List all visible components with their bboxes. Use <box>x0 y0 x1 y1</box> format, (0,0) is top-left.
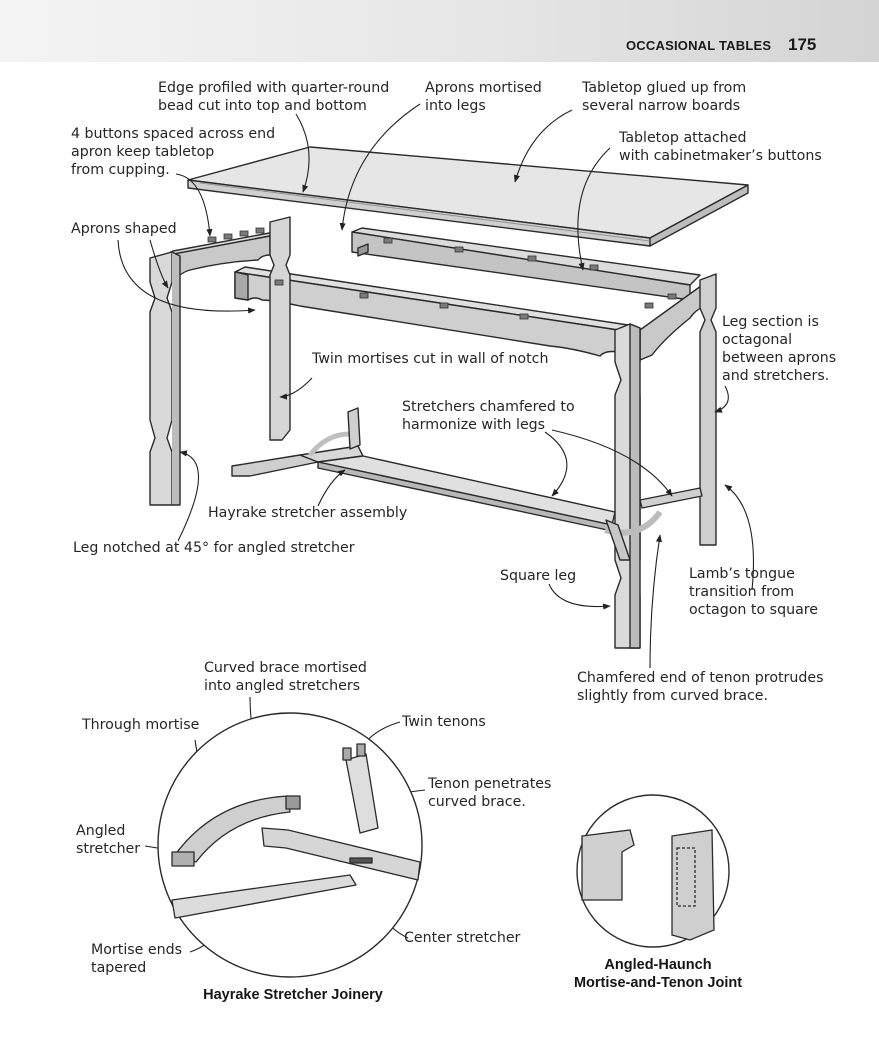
label-through-mortise: Through mortise <box>82 717 200 733</box>
front-apron <box>234 266 629 357</box>
label-hayrake-assembly: Hayrake stretcher assembly <box>208 505 408 521</box>
label-aprons-mortised: Aprons mortised into legs <box>425 80 542 114</box>
label-edge-profiled: Edge profiled with quarter-round bead cu… <box>158 80 390 114</box>
angled-haunch-detail <box>576 794 730 948</box>
label-leg-notched: Leg notched at 45° for angled stretcher <box>73 540 355 556</box>
buttons <box>207 227 677 320</box>
back-apron <box>351 227 701 301</box>
label-tabletop-glued: Tabletop glued up from several narrow bo… <box>582 80 747 114</box>
page-header-band <box>0 0 879 62</box>
leg-back-right <box>699 273 717 546</box>
caption-hayrake-joinery: Hayrake Stretcher Joinery <box>203 987 383 1003</box>
hayrake-joinery-detail <box>157 712 423 978</box>
hayrake-stretcher <box>231 407 703 561</box>
label-leg-section: Leg section is octagonal between aprons … <box>722 314 837 384</box>
label-curved-brace: Curved brace mortised into angled stretc… <box>204 660 367 694</box>
tabletop <box>187 146 749 247</box>
label-twin-tenons: Twin tenons <box>402 714 486 730</box>
label-buttons-spaced: 4 buttons spaced across end apron keep t… <box>71 126 276 178</box>
label-twin-mortises: Twin mortises cut in wall of notch <box>312 351 549 367</box>
page-number: 175 <box>788 35 817 54</box>
section-title: OCCASIONAL TABLES <box>626 38 772 53</box>
caption-angled-haunch: Angled-Haunch Mortise-and-Tenon Joint <box>573 957 743 991</box>
label-aprons-shaped: Aprons shaped <box>71 221 177 237</box>
leg-back-left <box>269 216 291 441</box>
label-chamfered-end: Chamfered end of tenon protrudes slightl… <box>577 670 824 704</box>
leg-front-right <box>614 323 641 649</box>
label-center-stretcher: Center stretcher <box>404 930 521 946</box>
label-stretchers-chamfered: Stretchers chamfered to harmonize with l… <box>402 399 575 433</box>
label-mortise-ends: Mortise ends tapered <box>91 942 183 976</box>
label-lambs-tongue: Lamb’s tongue transition from octagon to… <box>689 566 819 618</box>
label-tabletop-attached: Tabletop attached with cabinetmaker’s bu… <box>619 130 822 164</box>
leg-front-left <box>149 251 181 506</box>
label-square-leg: Square leg <box>500 568 577 584</box>
label-tenon-penetrates: Tenon penetrates curved brace. <box>428 776 552 810</box>
label-angled-stretcher: Angled stretcher <box>76 823 141 857</box>
